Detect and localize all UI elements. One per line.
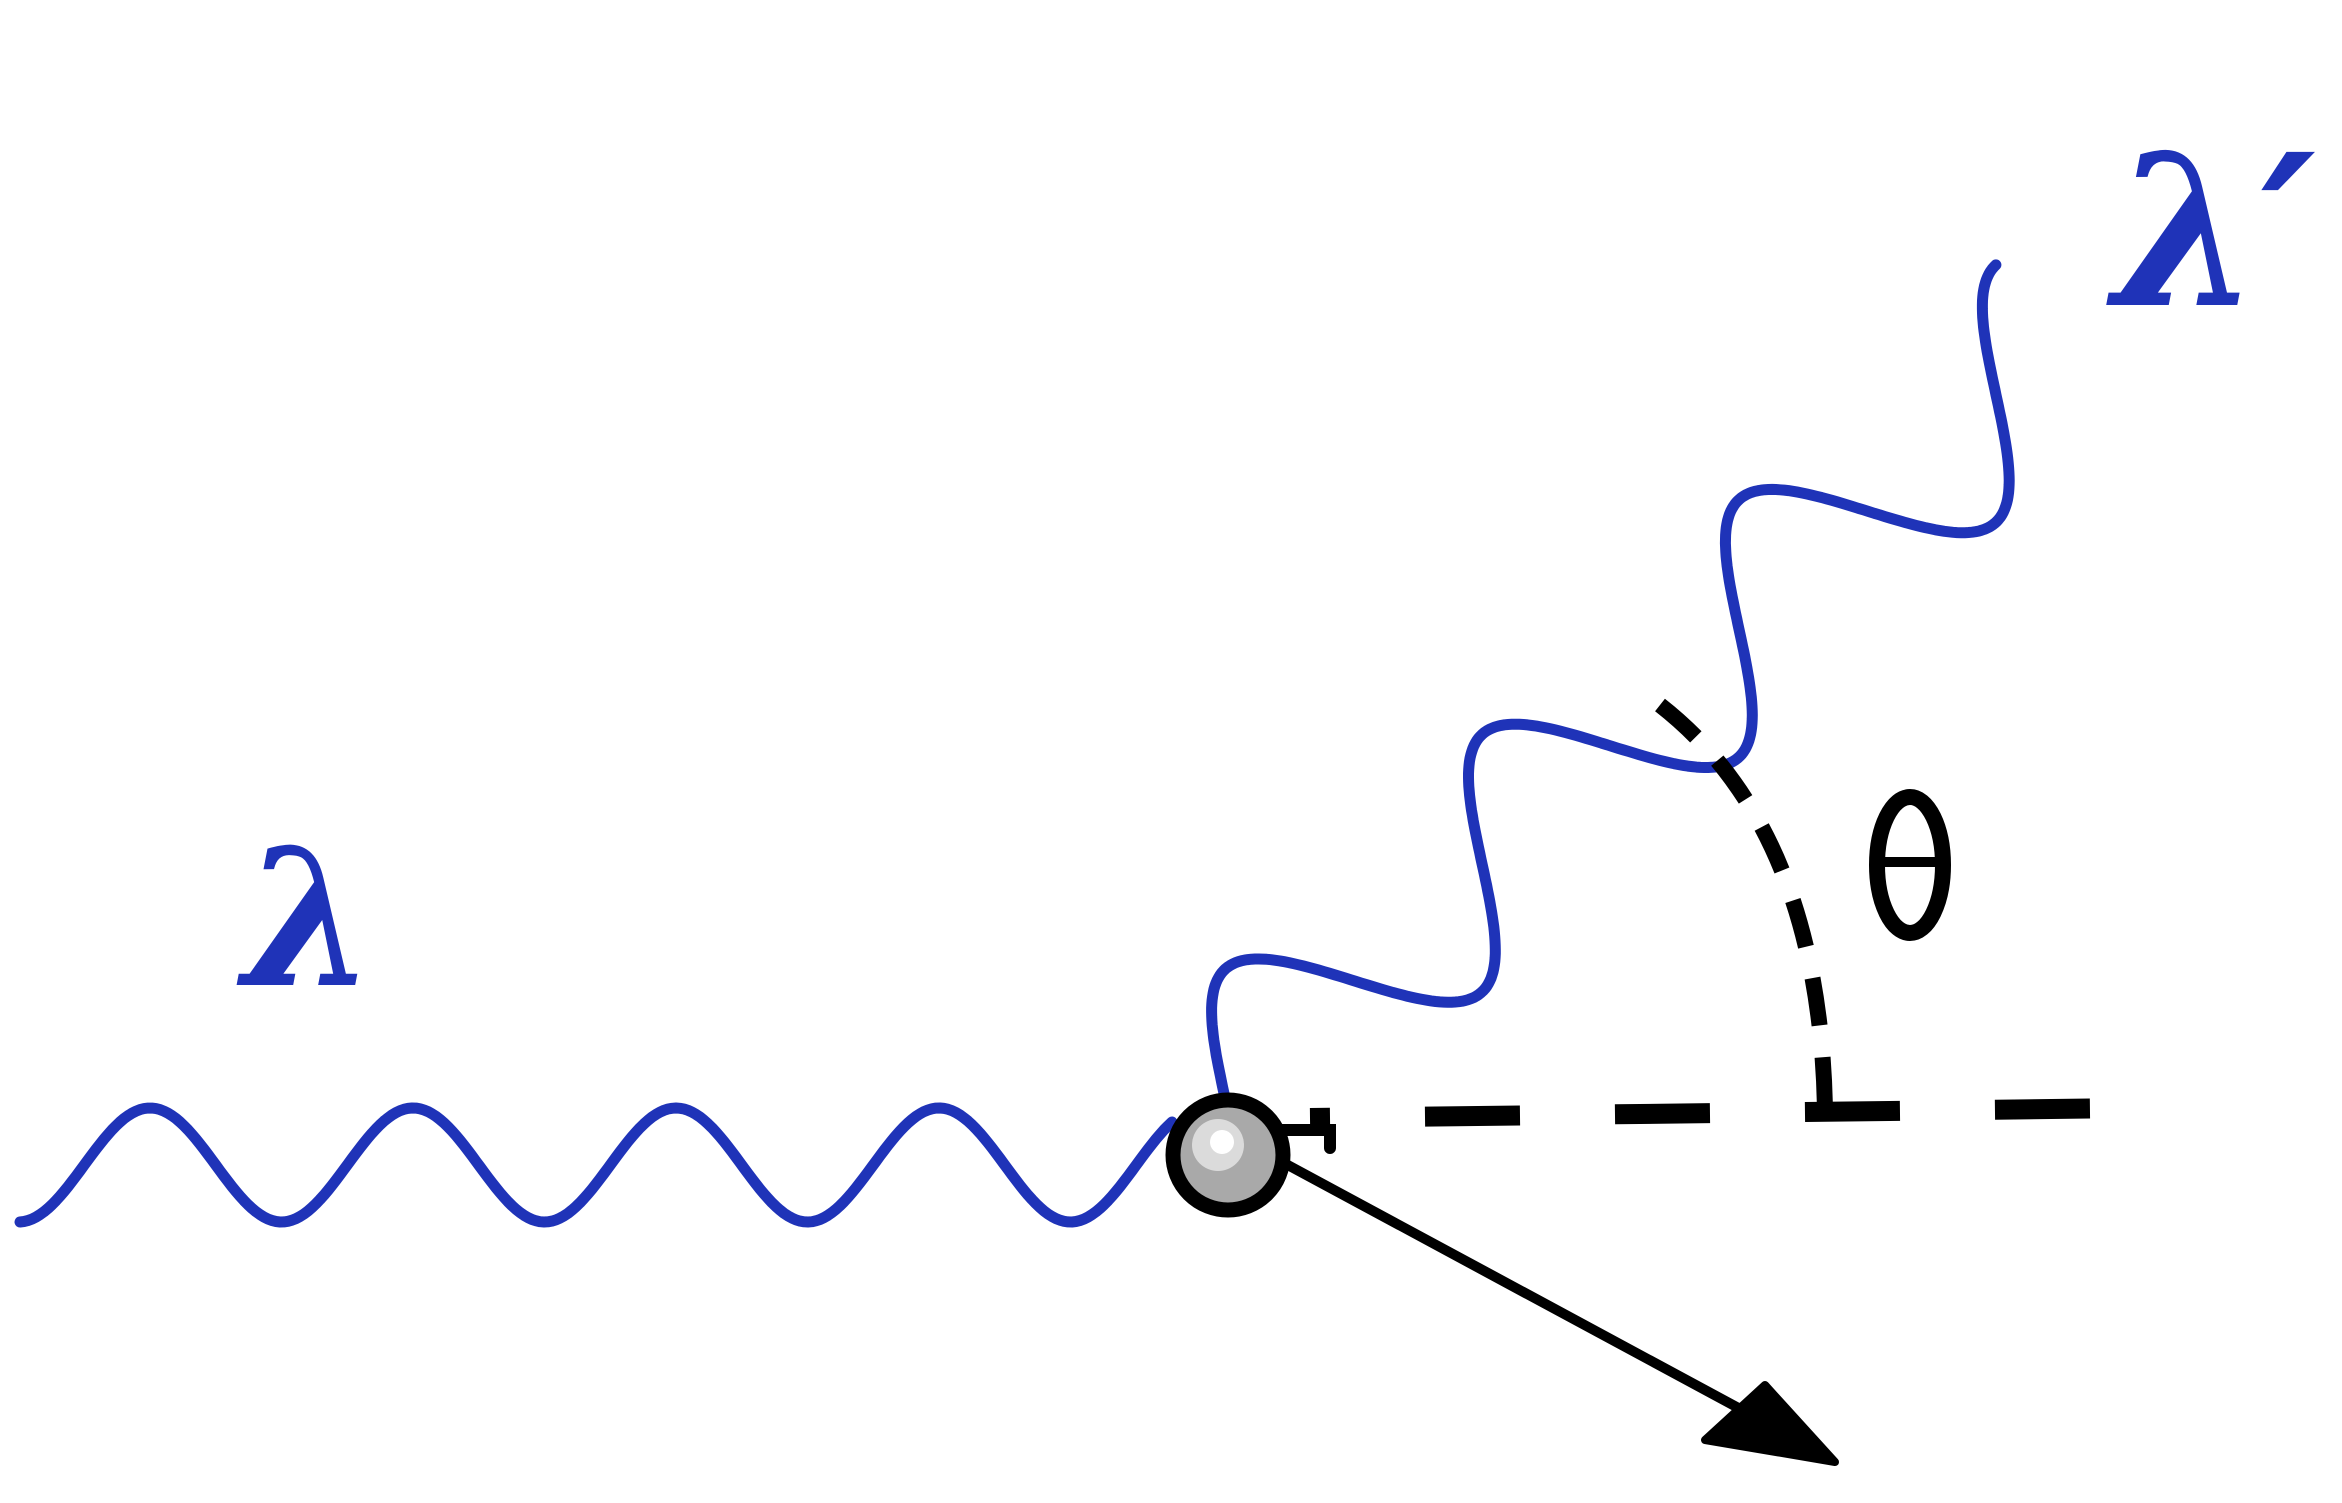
scattered-photon-wave [1206,259,2015,1104]
scattered-wavelength-label: λ′ [2106,108,2317,355]
angle-arc-dashed [1655,698,1833,1111]
incident-wavelength-label: λ [236,807,376,1030]
reference-axis-dashed-line [1309,1098,2136,1128]
incident-photon-wave [14,1102,1178,1228]
electron-circle-icon [1165,1092,1291,1218]
arrow-icon [1701,1381,1839,1466]
recoil-arrow [1255,1145,1839,1466]
theta-symbol [1869,789,1951,941]
electron-tick [1266,1124,1336,1154]
